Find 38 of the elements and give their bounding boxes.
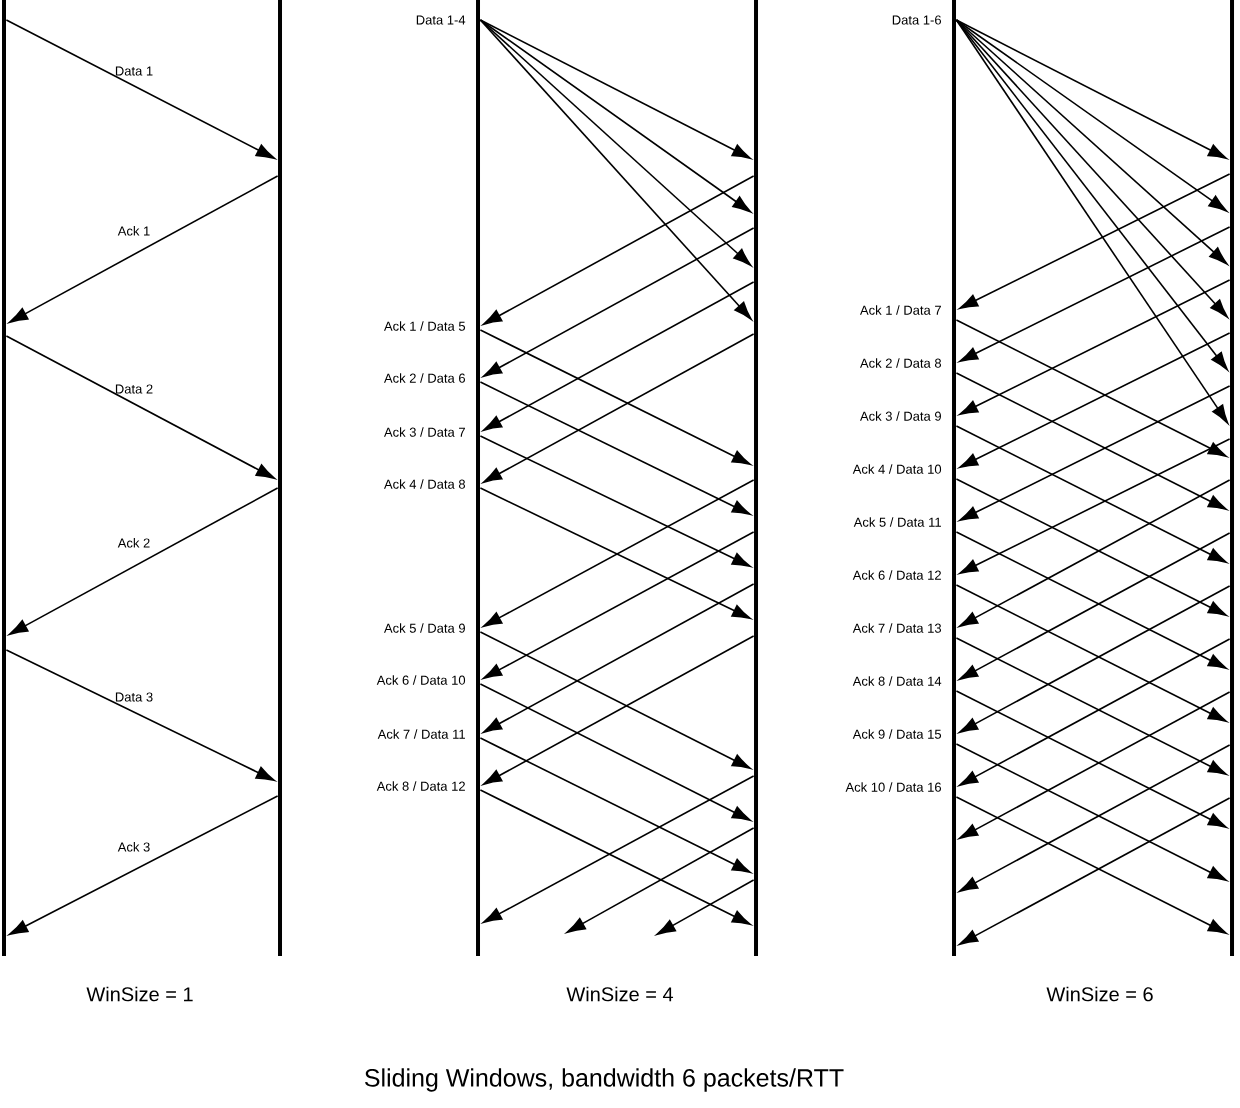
arrow bbox=[5, 19, 275, 160]
arrow bbox=[479, 19, 751, 160]
arrow bbox=[955, 19, 1227, 160]
arrow bbox=[959, 332, 1231, 469]
arrow bbox=[483, 583, 755, 733]
arrow bbox=[9, 175, 279, 323]
panel-label: WinSize = 1 bbox=[86, 986, 193, 1002]
arrow bbox=[479, 381, 751, 516]
arrow bbox=[656, 879, 755, 935]
arrow bbox=[955, 19, 1228, 212]
arrow bbox=[5, 649, 275, 782]
arrow bbox=[959, 173, 1231, 310]
arrow bbox=[479, 19, 752, 213]
arrow bbox=[479, 19, 752, 320]
arrow bbox=[9, 487, 279, 635]
panel-label: WinSize = 4 bbox=[566, 986, 674, 1002]
arrow bbox=[955, 425, 1227, 564]
arrow bbox=[955, 319, 1227, 458]
arrow bbox=[959, 385, 1231, 522]
arrow bbox=[955, 372, 1227, 511]
arrow bbox=[959, 279, 1231, 416]
arrow bbox=[479, 683, 751, 822]
arrow bbox=[479, 329, 751, 466]
arrow bbox=[479, 435, 751, 568]
arrow bbox=[483, 227, 755, 377]
arrow bbox=[566, 827, 755, 933]
arrow bbox=[483, 175, 755, 325]
arrow bbox=[483, 281, 755, 431]
panel-label: WinSize = 6 bbox=[1046, 986, 1153, 1002]
arrow bbox=[483, 531, 755, 679]
arrow bbox=[479, 737, 751, 874]
arrow bbox=[959, 438, 1231, 575]
arrow bbox=[483, 333, 755, 483]
caption: Sliding Windows, bandwidth 6 packets/RTT bbox=[365, 1068, 844, 1092]
arrow bbox=[955, 19, 1228, 318]
arrow bbox=[5, 335, 275, 479]
arrow bbox=[9, 795, 279, 936]
arrow bbox=[959, 226, 1231, 363]
